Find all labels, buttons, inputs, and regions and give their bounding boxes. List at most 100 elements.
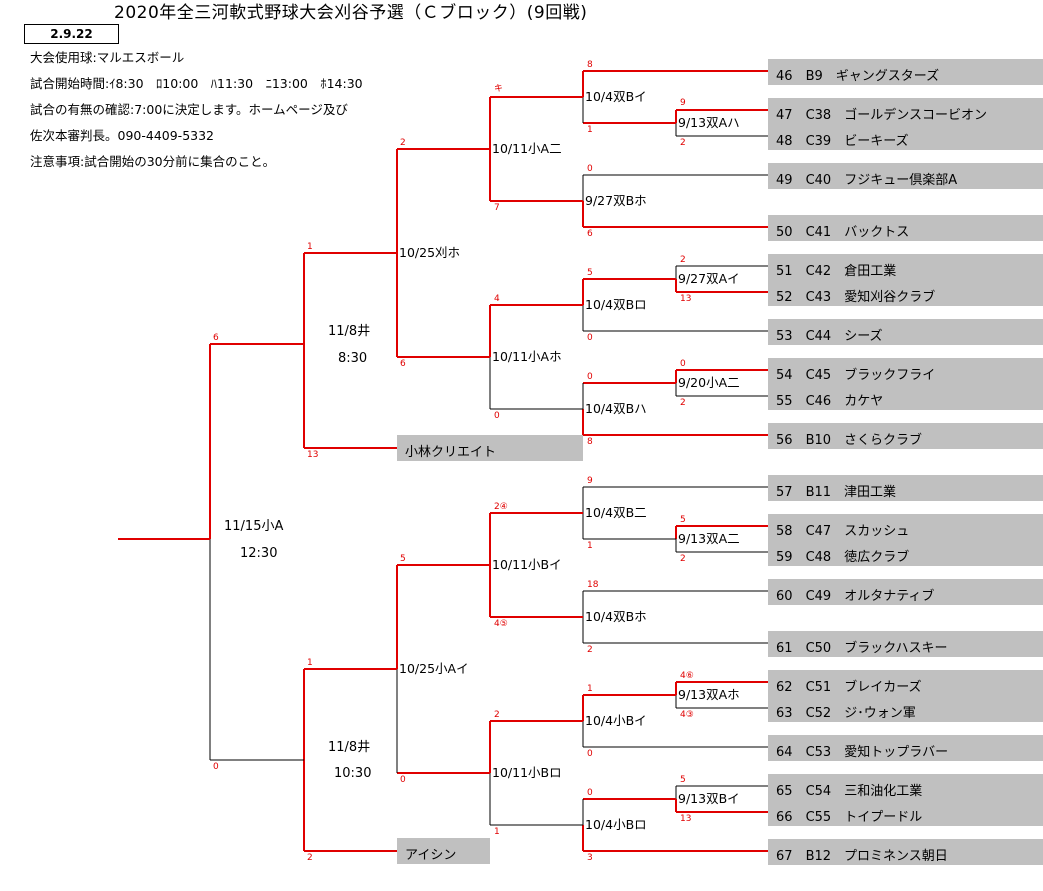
info-line-start-times: 試合開始時間:ｲ8:30 ﾛ10:00 ﾊ11:30 ﾆ13:00 ﾎ14:30 <box>30 76 363 91</box>
team-entry: 51 C42 倉田工業 <box>768 254 1043 280</box>
team-entry: 64 C53 愛知トップラバー <box>768 735 1043 761</box>
score: 0 <box>587 372 593 382</box>
team-entry: 62 C51 ブレイカーズ <box>768 670 1043 696</box>
team-entry: 67 B12 プロミネンス朝日 <box>768 839 1043 865</box>
semifinal-date: 11/8井 <box>328 740 371 755</box>
score: 5 <box>587 268 593 278</box>
score: 6 <box>587 229 593 239</box>
score: 2 <box>680 398 686 408</box>
score: 9 <box>587 476 593 486</box>
game-label: 9/13双A二 <box>678 531 740 546</box>
game-label: 10/25刈ホ <box>399 245 461 260</box>
team-entry: 53 C44 シーズ <box>768 319 1043 345</box>
team-entry: 54 C45 ブラックフライ <box>768 358 1043 384</box>
team-entry: 60 C49 オルタナティブ <box>768 579 1043 605</box>
score: 3 <box>587 853 593 863</box>
score: 7 <box>494 203 500 213</box>
score: 1 <box>307 242 313 252</box>
seed-team-upper: 小林クリエイト <box>397 435 583 461</box>
team-entry: 55 C46 カケヤ <box>768 384 1043 410</box>
seed-team-lower: アイシン <box>397 838 490 864</box>
score: 2 <box>587 645 593 655</box>
semifinal-date: 11/8井 <box>328 324 371 339</box>
team-entry: 65 C54 三和油化工業 <box>768 774 1043 800</box>
score: 6 <box>400 359 406 369</box>
score: 13 <box>307 450 319 460</box>
score: 4 <box>494 294 500 304</box>
score: 0 <box>587 788 593 798</box>
score: 0 <box>587 164 593 174</box>
info-line-ball: 大会使用球:マルエスボール <box>30 50 185 65</box>
final-date: 11/15小A <box>224 519 284 534</box>
game-label: 10/4双Bハ <box>585 401 647 416</box>
game-label: 10/4双B二 <box>585 505 647 520</box>
semifinal-time: 10:30 <box>334 766 372 781</box>
team-entry: 56 B10 さくらクラブ <box>768 423 1043 449</box>
score: 2 <box>680 255 686 265</box>
game-label: 10/4小Bロ <box>585 817 647 832</box>
info-line-notes: 注意事項:試合開始の30分前に集合のこと。 <box>30 154 276 169</box>
team-entry: 49 C40 フジキュー倶楽部A <box>768 163 1043 189</box>
score: 0 <box>680 359 686 369</box>
score: 9 <box>680 98 686 108</box>
team-entry: 48 C39 ビーキーズ <box>768 124 1043 150</box>
score: 5 <box>680 775 686 785</box>
game-label: 10/11小A二 <box>492 141 562 156</box>
score: 2④ <box>494 502 508 512</box>
team-entry: 61 C50 ブラックハスキー <box>768 631 1043 657</box>
score: 0 <box>587 333 593 343</box>
team-entry: 66 C55 トイプードル <box>768 800 1043 826</box>
date-box: 2.9.22 <box>24 24 119 44</box>
score: 1 <box>307 658 313 668</box>
score: 5 <box>680 515 686 525</box>
team-entry: 47 C38 ゴールデンスコービオン <box>768 98 1043 124</box>
team-entry: 59 C48 徳広クラブ <box>768 540 1043 566</box>
score: 1 <box>494 827 500 837</box>
game-label: 10/11小Bロ <box>492 765 562 780</box>
score: 0 <box>213 762 219 772</box>
score: 2 <box>680 138 686 148</box>
team-entry: 63 C52 ジ･ウォン軍 <box>768 696 1043 722</box>
score: 5 <box>400 554 406 564</box>
score: 1 <box>587 125 593 135</box>
game-label: 9/27双Aイ <box>678 271 740 286</box>
game-label: 10/4双Bロ <box>585 297 647 312</box>
score: 13 <box>680 814 692 824</box>
game-label: 10/4小Bイ <box>585 713 647 728</box>
score: 4③ <box>680 710 694 720</box>
game-label: 9/20小A二 <box>678 375 740 390</box>
semifinal-time: 8:30 <box>338 351 368 366</box>
team-entry: 50 C41 バックトス <box>768 215 1043 241</box>
game-label: 10/25小Aイ <box>399 661 469 676</box>
score: 13 <box>680 294 692 304</box>
page-title: 2020年全三河軟式野球大会刈谷予選（Ｃブロック）(9回戦) <box>114 3 588 23</box>
team-entry: 57 B11 津田工業 <box>768 475 1043 501</box>
score: キ <box>494 84 504 94</box>
score: 2 <box>680 554 686 564</box>
game-label: 9/27双Bホ <box>585 193 647 208</box>
score: 4⑥ <box>680 671 694 681</box>
score: 0 <box>587 749 593 759</box>
score: 18 <box>587 580 599 590</box>
game-label: 9/13双Aホ <box>678 687 740 702</box>
info-line-confirmation: 試合の有無の確認:7:00に決定します。ホームページ及び <box>30 102 348 117</box>
score: 1 <box>587 541 593 551</box>
info-line-umpire: 佐次本審判長。090-4409-5332 <box>30 128 215 143</box>
score: 2 <box>400 138 406 148</box>
score: 4⑤ <box>494 619 508 629</box>
game-label: 10/4双Bホ <box>585 609 647 624</box>
team-entry: 46 B9 ギャングスターズ <box>768 59 1043 85</box>
final-time: 12:30 <box>240 546 278 561</box>
score: 0 <box>400 775 406 785</box>
game-label: 9/13双Aハ <box>678 115 740 130</box>
game-label: 10/11小Aホ <box>492 349 562 364</box>
score: 2 <box>307 853 313 863</box>
game-label: 9/13双Bイ <box>678 791 740 806</box>
team-entry: 58 C47 スカッシュ <box>768 514 1043 540</box>
score: 2 <box>494 710 500 720</box>
score: 6 <box>213 333 219 343</box>
score: 1 <box>587 684 593 694</box>
score: 0 <box>494 411 500 421</box>
team-entry: 52 C43 愛知刈谷クラブ <box>768 280 1043 306</box>
